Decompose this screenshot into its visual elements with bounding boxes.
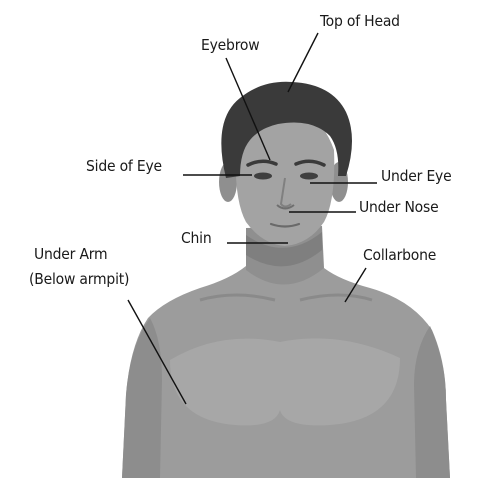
label-under-eye: Under Eye xyxy=(381,167,452,186)
right-eye xyxy=(300,173,318,180)
chest-highlight xyxy=(170,338,400,425)
label-top-of-head: Top of Head xyxy=(320,12,400,31)
label-under-nose: Under Nose xyxy=(359,198,438,217)
label-chin: Chin xyxy=(181,229,212,248)
label-collarbone: Collarbone xyxy=(363,246,436,265)
label-eyebrow: Eyebrow xyxy=(201,36,259,55)
label-under-arm-line1: Under Arm xyxy=(34,245,107,264)
left-eye xyxy=(254,173,272,180)
label-under-arm-line2: (Below armpit) xyxy=(29,270,129,289)
right-arm xyxy=(414,326,450,478)
label-side-of-eye: Side of Eye xyxy=(86,157,162,176)
left-arm xyxy=(122,318,162,478)
